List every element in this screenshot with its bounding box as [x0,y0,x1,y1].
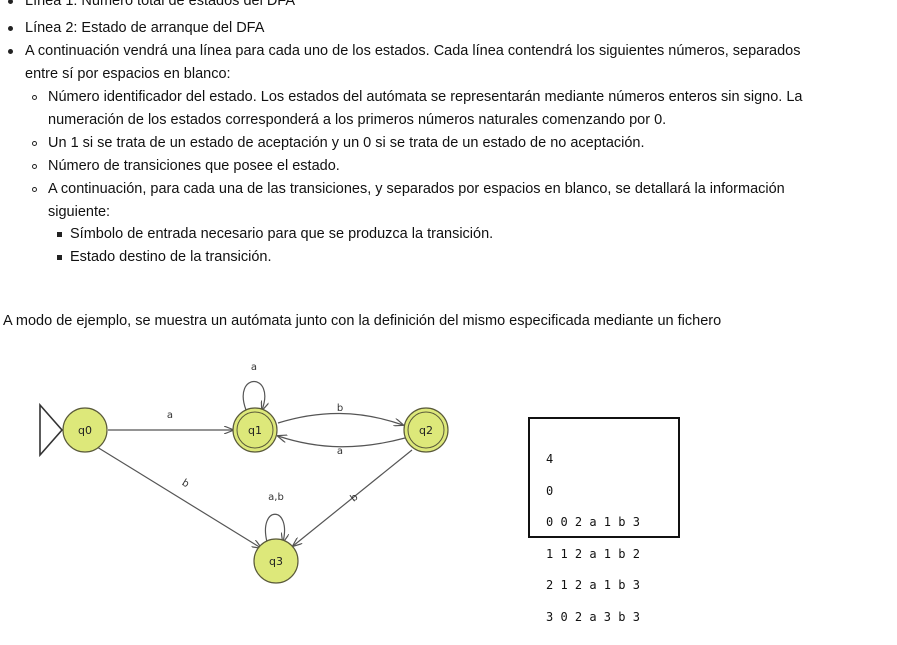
label-q3-self: a,b [268,492,284,503]
file-line: 3 0 2 a 3 b 3 [546,609,640,624]
bullet [32,95,37,100]
sub-item-2: Un 1 si se trata de un estado de aceptac… [48,135,645,151]
bullet [32,187,37,192]
file-line: 0 0 2 a 1 b 3 [546,515,640,529]
spec-item-2: Línea 2: Estado de arranque del DFA [25,20,265,36]
state-q1: q1 [232,407,278,453]
sub-item-1-line1: Número identificador del estado. Los est… [48,89,803,105]
label-q1-q2: b [337,403,343,414]
label-q2-q3: b [349,492,361,505]
file-line: 4 [546,452,554,466]
edge-q1-q2 [277,412,403,425]
state-q2: q2 [403,407,449,453]
sub-item-1-line2: numeración de los estados corresponderá … [48,112,667,128]
edge-q3-self [264,513,284,542]
label-q0-q1: a [167,410,173,421]
state-q0-label: q0 [78,424,92,437]
file-line: 0 [546,483,554,498]
bullet [32,141,37,146]
sub-item-3: Número de transiciones que posee el esta… [48,158,340,174]
edge-q2-q3 [293,449,413,546]
edge-q1-self [242,380,265,411]
start-arrow [39,402,64,458]
state-q3: q3 [253,538,299,584]
state-q2-label: q2 [419,424,433,437]
spec-item-3-line2: entre sí por espacios en blanco: [25,66,231,82]
bullet [8,26,13,31]
bullet [32,164,37,169]
file-line: 1 1 2 a 1 b 2 [546,546,640,561]
bullet [57,232,62,237]
label-q0-q3: b [180,478,191,491]
label-q2-q1: a [337,446,343,457]
state-q3-label: q3 [269,555,283,568]
bullet [8,49,13,54]
dfa-file-content: 4 0 0 0 2 a 1 b 3 1 1 2 a 1 b 2 2 1 2 a … [546,433,640,643]
file-line: 2 1 2 a 1 b 3 [546,578,640,592]
dfa-diagram: q0 q1 q2 q3 a a b a b a,b b [39,362,449,584]
example-intro: A modo de ejemplo, se muestra un autómat… [3,313,722,329]
edge-q2-q1 [278,436,406,448]
spec-item-3-line1: A continuación vendrá una línea para cad… [25,43,801,59]
sub-sub-item-1: Símbolo de entrada necesario para que se… [70,226,494,242]
state-q1-label: q1 [248,424,262,437]
sub-item-4-line2: siguiente: [48,204,111,220]
state-q0: q0 [62,407,108,453]
spec-item-1: Línea 1: Número total de estados del DFA [25,0,296,9]
label-q1-self: a [251,362,257,373]
edge-q0-q3 [96,446,261,548]
bullet [57,255,62,260]
bullet [8,0,13,4]
sub-item-4-line1: A continuación, para cada una de las tra… [48,181,785,197]
sub-sub-item-2: Estado destino de la transición. [70,249,272,265]
dfa-file-box: 4 0 0 0 2 a 1 b 3 1 1 2 a 1 b 2 2 1 2 a … [528,417,680,622]
